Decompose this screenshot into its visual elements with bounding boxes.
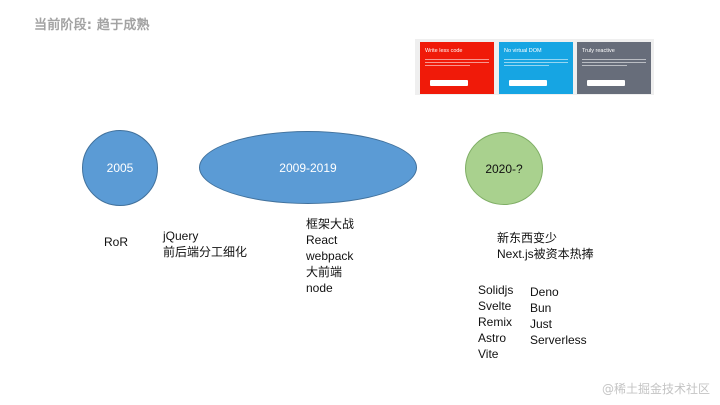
timeline-node-2009-2019: 2009-2019 [199, 131, 417, 204]
feature-card: Write less code [420, 42, 494, 94]
timeline-node-2005: 2005 [82, 130, 158, 206]
timeline-node-label: 2005 [106, 161, 134, 175]
timeline-node-2020: 2020-? [465, 132, 543, 205]
feature-card-title: Truly reactive [582, 48, 615, 54]
timeline-node-label: 2009-2019 [279, 160, 337, 175]
card-button [509, 80, 547, 86]
note-2009-2019: 框架大战 React webpack 大前端 node [306, 217, 355, 295]
note-jquery: jQuery 前后端分工细化 [163, 229, 248, 259]
new-tools-list-left: Solidjs Svelte Remix Astro Vite [478, 283, 514, 361]
feature-card-title: Write less code [425, 48, 463, 54]
watermark: @稀土掘金技术社区 [601, 382, 710, 396]
framework-homepage-screenshot: Write less code No virtual DOM Truly rea… [415, 39, 654, 95]
note-ror: RoR [104, 235, 129, 249]
slide-title: 当前阶段: 趋于成熟 [34, 18, 150, 33]
card-button [587, 80, 625, 86]
new-tools-list-right: Deno Bun Just Serverless [530, 285, 587, 347]
feature-card: No virtual DOM [499, 42, 573, 94]
feature-card: Truly reactive [577, 42, 651, 94]
note-2020: 新东西变少 Next.js被资本热捧 [497, 231, 594, 261]
timeline-node-label: 2020-? [485, 161, 523, 176]
feature-card-title: No virtual DOM [504, 48, 542, 54]
card-button [430, 80, 468, 86]
